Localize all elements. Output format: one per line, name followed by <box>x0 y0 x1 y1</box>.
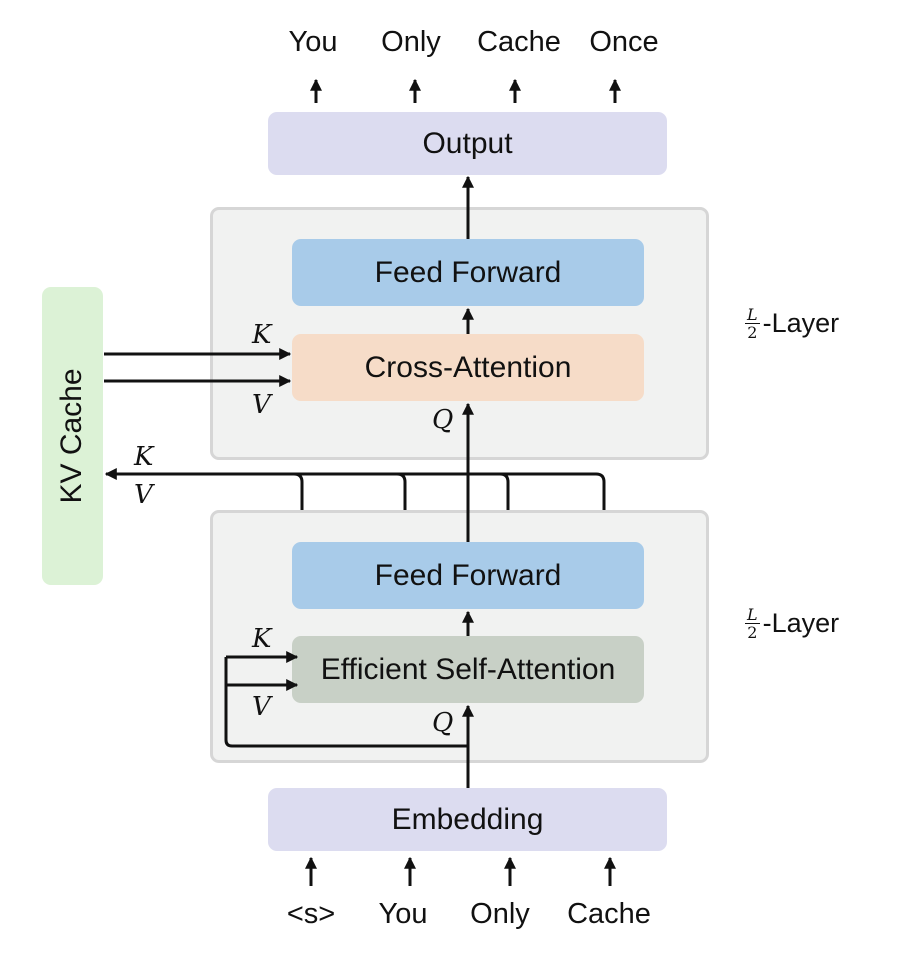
kv-bus-branch <box>499 472 510 510</box>
efficient-self-attention-box: Efficient Self-Attention <box>292 636 644 703</box>
upper-feed-forward-box: Feed Forward <box>292 239 644 306</box>
kv-bus-branch <box>396 472 407 510</box>
output-token: You <box>288 26 338 58</box>
cross-attn-v-label: V <box>252 390 271 420</box>
kv-cache-box <box>42 287 103 585</box>
layer-fraction-denominator: 2 <box>747 623 758 642</box>
input-token: Cache <box>567 898 651 930</box>
kv-bus-branch <box>293 472 304 510</box>
lower-feed-forward-box: Feed Forward <box>292 542 644 609</box>
output-token: Once <box>589 26 659 58</box>
layer-suffix: -Layer <box>762 308 840 338</box>
layer-fraction-denominator: 2 <box>747 323 758 342</box>
kv-bus-v-label: V <box>134 480 153 510</box>
cross-attention-box: Cross-Attention <box>292 334 644 401</box>
cross-attn-q-label: Q <box>432 405 454 435</box>
output-token: Cache <box>477 26 561 58</box>
layer-suffix: -Layer <box>762 608 840 638</box>
output-token: Only <box>381 26 441 58</box>
output-box: Output <box>268 112 667 175</box>
input-token: Only <box>470 898 530 930</box>
input-token: You <box>378 898 428 930</box>
self-kv-loop <box>224 657 468 748</box>
self-attn-v-label: V <box>252 692 271 722</box>
kv-bus-k-label: K <box>134 442 154 472</box>
layer-fraction-numerator: L <box>745 305 760 324</box>
embedding-box: Embedding <box>268 788 667 851</box>
kv-bus-line <box>104 468 606 510</box>
cross-attn-k-label: K <box>252 320 272 350</box>
input-token: <s> <box>286 898 336 930</box>
layer-fraction-numerator: L <box>745 605 760 624</box>
self-attn-q-label: Q <box>432 708 454 738</box>
self-attn-k-label: K <box>252 624 272 654</box>
